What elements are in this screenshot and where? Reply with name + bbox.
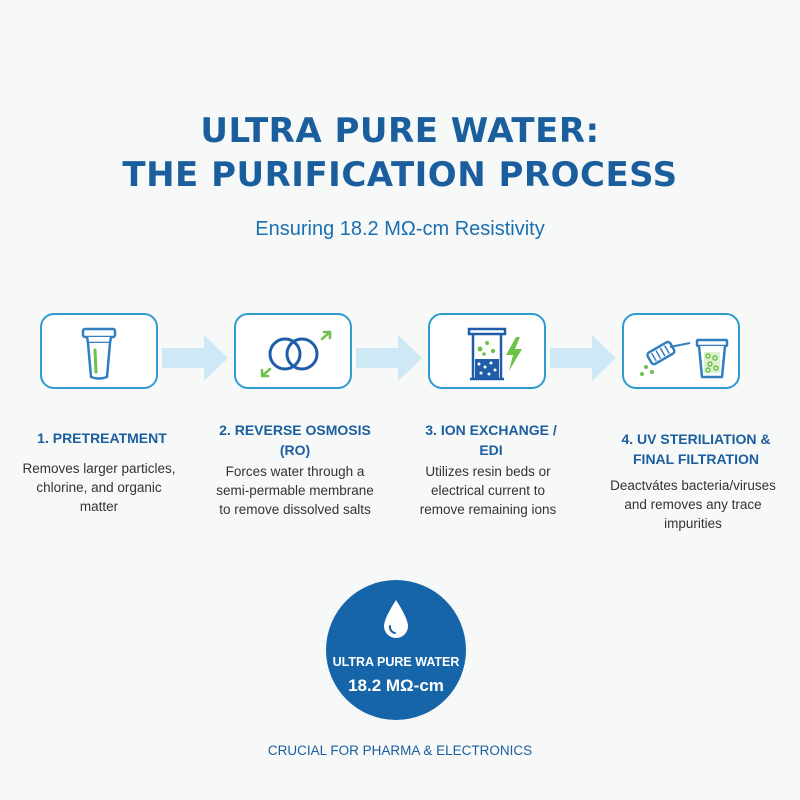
result-value: 18.2 MΩ-cm bbox=[348, 676, 444, 695]
uv-lamp-filter-icon bbox=[640, 338, 729, 379]
arrow-right-3 bbox=[550, 335, 616, 381]
step-2-description: Forces water through a semi-permable mem… bbox=[216, 464, 374, 517]
step-1-icon-box bbox=[40, 313, 158, 389]
step-1-description: Removes larger particles, chlorine, and … bbox=[22, 461, 176, 514]
footer-caption: CRUCIAL FOR PHARMA & ELECTRONICS bbox=[267, 743, 533, 758]
result-badge: ULTRA PURE WATER 18.2 MΩ-cm bbox=[326, 580, 466, 720]
title-line-1: ULTRA PURE WATER: bbox=[200, 111, 600, 151]
arrow-right-2 bbox=[356, 335, 422, 381]
water-drop-icon bbox=[384, 600, 408, 638]
step-3-title: 3. ION EXCHANGE / EDI bbox=[425, 422, 557, 458]
water-filter-cartridge-icon bbox=[81, 327, 117, 380]
step-4-title: 4. UV STERILIATION & FINAL FILTRATION bbox=[621, 431, 771, 467]
result-label: ULTRA PURE WATER bbox=[332, 655, 460, 669]
step-2-title: 2. REVERSE OSMOSIS (RO) bbox=[219, 422, 371, 458]
resin-bed-lightning-icon bbox=[467, 327, 522, 381]
step-3-icon-box bbox=[428, 313, 546, 389]
subtitle: Ensuring 18.2 MΩ-cm Resistivity bbox=[255, 218, 545, 240]
step-4-description: Deactvátes bacteria/viruses and removes … bbox=[610, 478, 776, 531]
title-line-2: THE PURIFICATION PROCESS bbox=[122, 155, 678, 195]
membrane-rings-icon bbox=[260, 330, 332, 378]
step-1-title: 1. PRETREATMENT bbox=[37, 430, 167, 446]
step-4-icon-box bbox=[622, 313, 740, 389]
arrow-right-1 bbox=[162, 335, 228, 381]
step-3-description: Utilizes resin beds or electrical curren… bbox=[419, 464, 557, 517]
step-2-icon-box bbox=[234, 313, 352, 389]
